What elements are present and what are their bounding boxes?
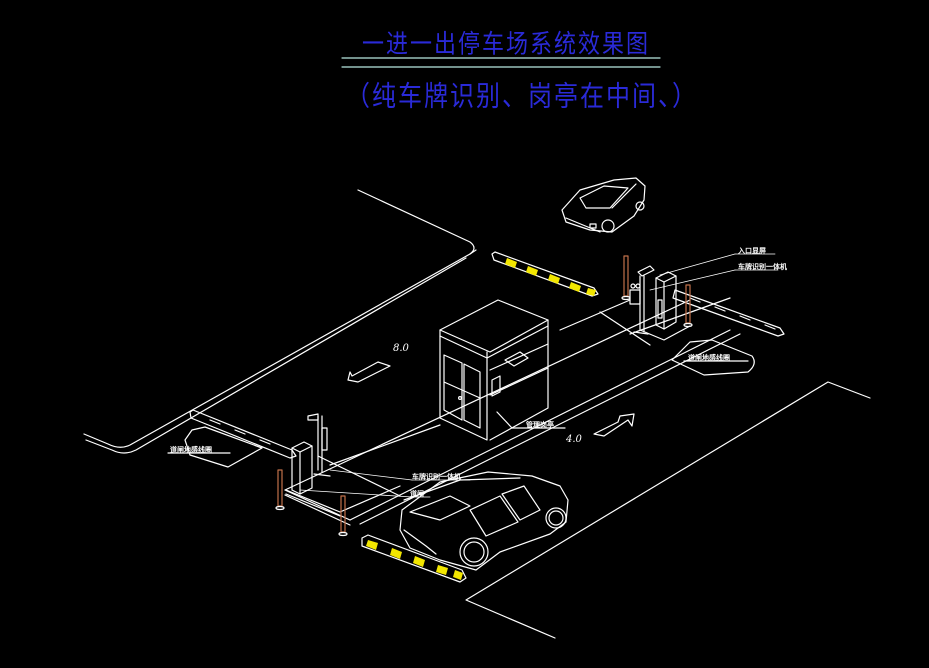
label-barrier-gate: 道闸 bbox=[410, 490, 424, 498]
central-island bbox=[284, 297, 741, 526]
lpr-camera-top bbox=[629, 265, 655, 335]
label-lpr-camera-bottom: 车牌识别一体机 bbox=[412, 473, 461, 481]
bollards bbox=[277, 255, 691, 533]
dimension-entry-lane: 4.0 bbox=[566, 434, 582, 445]
diagram-title: 一进一出停车场系统效果图 bbox=[362, 30, 651, 60]
label-loop-detector-top: 道闸地感线圈 bbox=[688, 354, 730, 362]
right-curb bbox=[465, 381, 871, 639]
loop-detector-left bbox=[167, 426, 263, 468]
barrier-arm-top-right bbox=[672, 289, 785, 337]
arrow-up-right-icon bbox=[593, 413, 635, 437]
label-loop-detector-left: 道闸地感线圈 bbox=[170, 446, 212, 454]
label-entrance-display: 入口显屏 bbox=[738, 247, 766, 255]
car-top bbox=[561, 177, 646, 233]
left-curb bbox=[83, 189, 477, 454]
label-lpr-camera-top: 车牌识别一体机 bbox=[738, 263, 787, 271]
booth bbox=[439, 299, 566, 441]
gate-cabinet-top-right bbox=[639, 271, 691, 341]
arrow-down-left-icon bbox=[347, 361, 391, 383]
label-booth: 管理岗亭 bbox=[526, 421, 554, 429]
barrier-arm-top-center bbox=[491, 251, 599, 297]
dimension-exit-lane: 8.0 bbox=[393, 343, 409, 354]
lpr-camera-left bbox=[307, 413, 331, 477]
title-underline bbox=[341, 57, 661, 68]
loop-detector-top bbox=[671, 339, 755, 376]
car-bottom bbox=[399, 471, 569, 571]
leader-lines bbox=[299, 253, 779, 498]
diagram-subtitle: （纯车牌识别、岗亭在中间、） bbox=[346, 80, 698, 113]
barrier-arm-bottom bbox=[361, 534, 467, 583]
gate-cabinet-left bbox=[285, 441, 401, 517]
